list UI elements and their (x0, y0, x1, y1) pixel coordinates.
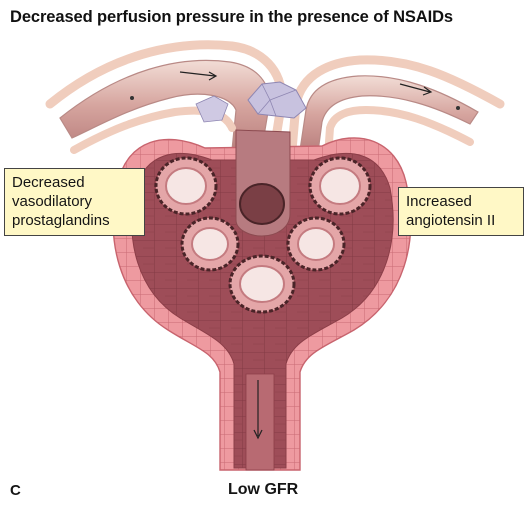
callout-text: Increased angiotensin II (406, 193, 496, 229)
increased-angiotensin-callout: Increased angiotensin II (398, 187, 524, 236)
efferent-arteriole (287, 55, 505, 160)
callout-text: Decreased vasodilatory prostaglandins (12, 174, 110, 229)
figure-caption: Low GFR (228, 481, 299, 498)
decreased-prostaglandins-callout: Decreased vasodilatory prostaglandins (4, 168, 145, 236)
figure-title: Decreased perfusion pressure in the pres… (10, 8, 454, 26)
capillary-loop (308, 156, 372, 216)
panel-letter: C (10, 482, 21, 499)
capillary-loop (286, 216, 346, 272)
juxtaglomerular-cells (195, 81, 307, 123)
capillary-loop (154, 156, 218, 216)
capillary-loop (180, 216, 240, 272)
capillary-loop (239, 183, 285, 225)
capillary-loop (228, 254, 296, 314)
glomerular-tuft (154, 129, 372, 314)
